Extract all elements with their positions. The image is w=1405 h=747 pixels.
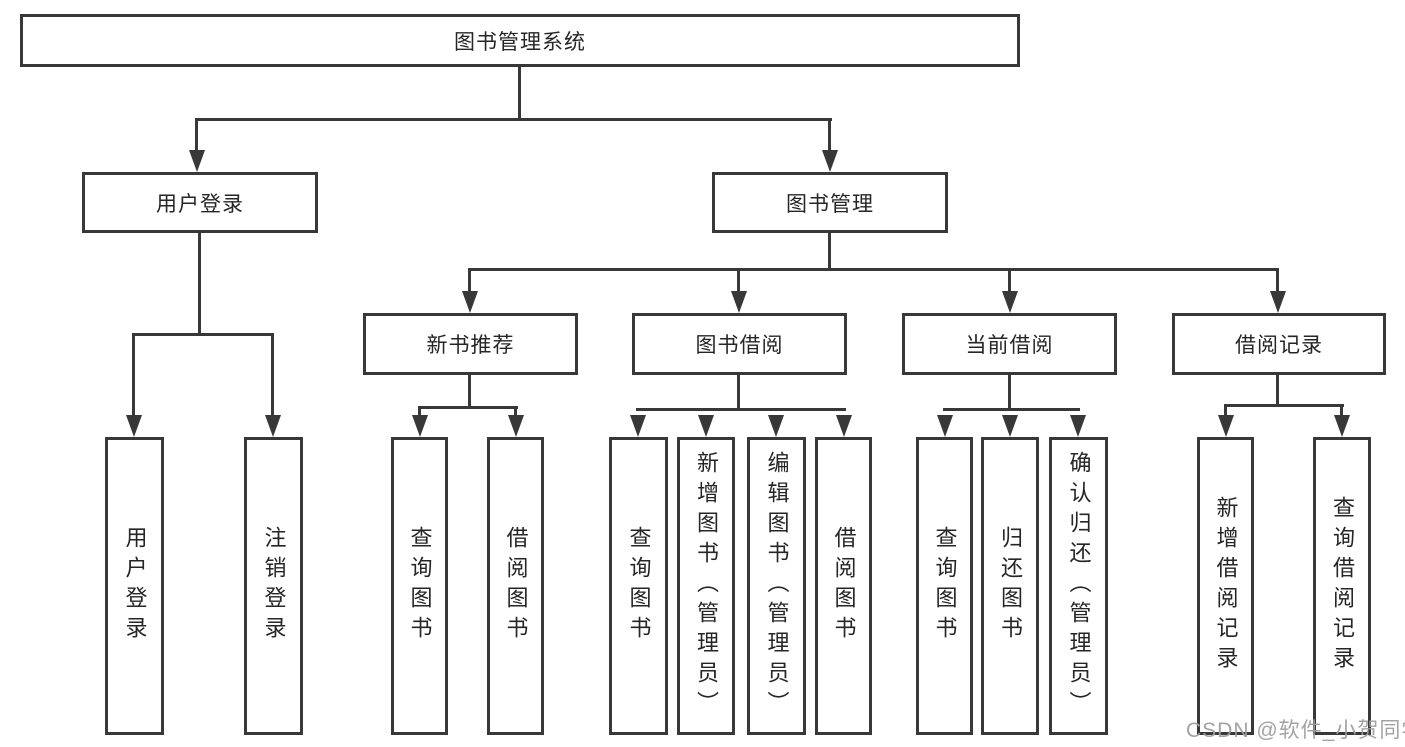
node-new-book-recommendation: 新书推荐 [363,313,578,375]
node-label: 借阅记录 [1235,334,1323,357]
leaf-edit-books-admin: 编辑图书（管理员） [747,437,806,735]
arrow-down-icon [265,415,281,437]
leaf-label: 注销登录 [261,526,287,646]
connector-line [418,406,518,409]
node-current-borrowing: 当前借阅 [902,313,1117,375]
connector-line [1224,404,1344,407]
node-book-management: 图书管理 [712,172,948,233]
connector-line [943,408,1080,411]
leaf-confirm-return-admin: 确认归还（管理员） [1049,437,1108,735]
connector-line [198,233,201,336]
leaf-query-books-current: 查询图书 [916,437,973,735]
leaf-add-books-admin: 新增图书（管理员） [677,437,735,735]
connector-line [468,268,1279,271]
connector-line [1008,268,1011,294]
leaf-user-login: 用户登录 [105,437,164,735]
connector-line [828,233,831,271]
leaf-label: 归还图书 [998,526,1023,646]
node-label: 当前借阅 [965,334,1054,357]
connector-line [514,406,517,418]
node-label: 图书管理系统 [454,30,586,54]
connector-line [1224,404,1227,418]
node-label: 图书借阅 [695,334,784,357]
leaf-query-borrow-record: 查询借阅记录 [1313,437,1371,735]
connector-line [132,333,135,417]
leaf-label: 确认归还（管理员） [1066,451,1092,721]
connector-line [1276,268,1279,294]
connector-line [195,118,832,121]
node-label: 用户登录 [156,192,244,216]
arrow-down-icon [1070,415,1086,437]
leaf-borrow-books: 借阅图书 [815,437,872,735]
arrow-down-icon [412,415,428,437]
arrow-down-icon [126,415,142,437]
node-library-management-system: 图书管理系统 [20,14,1020,67]
leaf-label: 编辑图书（管理员） [764,451,790,721]
arrow-down-icon [1002,291,1018,313]
node-label: 新书推荐 [426,334,515,357]
connector-line [518,67,521,120]
connector-line [1340,404,1343,418]
arrow-down-icon [768,415,784,437]
connector-line [418,406,421,418]
connector-line [195,118,198,154]
arrow-down-icon [508,415,524,437]
leaf-query-books-borrowing: 查询图书 [609,437,668,735]
arrow-down-icon [1334,415,1350,437]
arrow-down-icon [462,291,478,313]
arrow-down-icon [1270,291,1286,313]
node-user-login: 用户登录 [82,172,318,233]
leaf-query-books-recommend: 查询图书 [391,437,448,735]
connector-line [271,333,274,417]
arrow-down-icon [630,415,646,437]
leaf-label: 借阅图书 [831,526,857,646]
arrow-down-icon [836,415,852,437]
arrow-down-icon [189,150,205,172]
connector-line [636,408,846,411]
connector-line [468,268,471,294]
arrow-down-icon [731,291,747,313]
arrow-down-icon [1002,415,1018,437]
leaf-label: 用户登录 [122,526,148,646]
node-borrowing-records: 借阅记录 [1172,313,1386,375]
connector-line [737,375,740,411]
leaf-borrow-books-recommend: 借阅图书 [487,437,544,735]
arrow-down-icon [698,415,714,437]
leaf-label: 查询图书 [932,526,958,646]
connector-line [468,375,471,409]
leaf-label: 借阅图书 [503,526,529,646]
csdn-watermark: CSDN @软件_小贺同学 [1186,719,1405,742]
connector-line [737,268,740,294]
connector-line [1008,375,1011,411]
leaf-label: 查询图书 [626,526,652,646]
connector-line [132,333,274,336]
arrow-down-icon [1218,415,1234,437]
node-label: 图书管理 [786,192,874,216]
leaf-label: 查询图书 [407,526,433,646]
connector-line [1276,375,1279,407]
arrow-down-icon [822,150,838,172]
leaf-return-books: 归还图书 [981,437,1039,735]
leaf-add-borrow-record: 新增借阅记录 [1197,437,1254,735]
leaf-logout: 注销登录 [244,437,303,735]
leaf-label: 查询借阅记录 [1330,496,1355,676]
arrow-down-icon [937,415,953,437]
leaf-label: 新增图书（管理员） [694,451,719,721]
connector-line [828,118,831,154]
node-book-borrowing: 图书借阅 [632,313,847,375]
leaf-label: 新增借阅记录 [1213,496,1239,676]
